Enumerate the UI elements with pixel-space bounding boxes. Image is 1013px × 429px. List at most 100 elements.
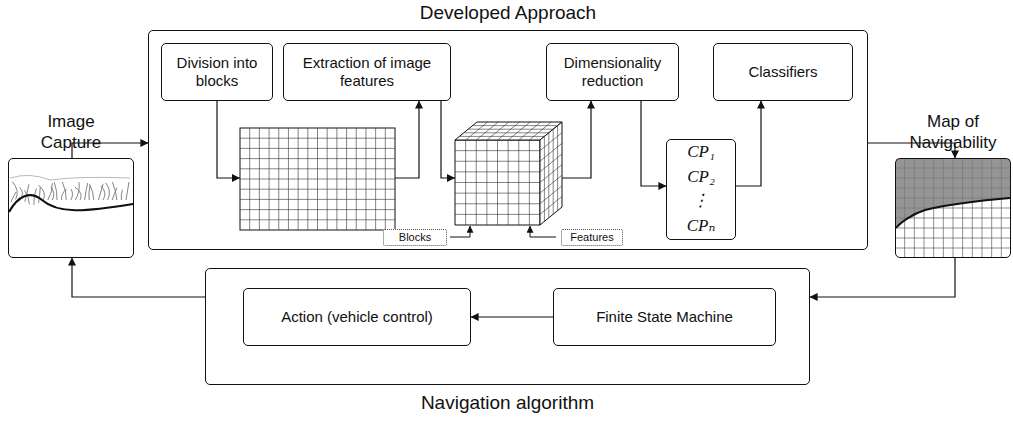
cube-line: [553, 129, 554, 214]
grid-line: [896, 248, 1010, 249]
grass-stroke: [75, 187, 81, 200]
arrowhead: [447, 174, 455, 182]
dotted-label: Blocks: [383, 229, 447, 246]
cube-line: [548, 133, 549, 218]
cube-line: [473, 125, 558, 126]
grass-stroke: [75, 182, 79, 200]
process-box: Division into blocks: [161, 43, 273, 101]
captured-image: [9, 175, 133, 212]
flow-arrow: [471, 316, 553, 317]
process-box: Classifiers: [713, 43, 853, 101]
grass-stroke: [51, 187, 54, 200]
flow-arrow: [641, 101, 666, 186]
grass-stroke: [106, 183, 110, 200]
cube-line: [455, 182, 540, 183]
grass-stroke: [11, 192, 16, 202]
flow-arrow: [810, 258, 955, 297]
cube-line: [540, 133, 562, 151]
box-label: Features: [570, 231, 613, 244]
arrowhead: [232, 174, 240, 182]
cube-line: [459, 136, 544, 137]
box-label: Blocks: [399, 231, 431, 244]
grass-stroke: [62, 182, 66, 200]
horizon-curve: [9, 195, 133, 212]
box-label: Classifiers: [748, 63, 817, 81]
grass-stroke: [71, 189, 73, 200]
cube-line: [519, 122, 541, 140]
image-panel: Map of Navigability: [895, 158, 1011, 258]
cube-line: [508, 122, 530, 140]
cube-line: [540, 196, 562, 214]
map-grid: [896, 159, 1010, 257]
process-box: Finite State Machine: [553, 288, 776, 346]
grid-lines: [240, 128, 395, 230]
box-label: Finite State Machine: [596, 308, 733, 326]
algorithm-panel: Navigation algorithmAction (vehicle cont…: [205, 268, 810, 385]
grid-line: [240, 189, 395, 190]
box-label: Division into blocks: [162, 54, 272, 90]
grass-stroke: [12, 182, 17, 200]
grass-stroke: [54, 182, 57, 200]
cube-line: [518, 140, 519, 225]
box-label: Extraction of image features: [284, 54, 450, 90]
dotted-label: Features: [561, 229, 623, 246]
grass-stroke: [101, 186, 105, 200]
process-box: Dimensionality reduction: [546, 43, 679, 101]
box-label: Dimensionality reduction: [547, 54, 678, 90]
grass-texture: [10, 175, 130, 204]
non-navigable-region: [896, 159, 1010, 228]
grass-stroke: [90, 184, 94, 200]
cube-line: [487, 122, 509, 140]
grid-line: [240, 168, 395, 169]
cube-line: [540, 175, 562, 193]
cube-line: [529, 122, 551, 140]
leader-line: [450, 226, 470, 237]
horizon-curve: [896, 198, 1010, 228]
cube-line: [557, 126, 558, 211]
cube-front: [455, 140, 540, 225]
cube-line: [540, 165, 562, 183]
cube-line: [540, 143, 562, 161]
cube-line: [455, 193, 540, 194]
grid-line: [240, 209, 395, 210]
panel-heading: Navigation algorithm: [348, 392, 668, 415]
grid-line: [240, 219, 395, 220]
cube-line: [468, 129, 553, 130]
leader-line: [530, 226, 556, 237]
cube-line: [540, 154, 562, 172]
cube-lines: [455, 122, 562, 225]
panel-heading: Image Capture: [21, 112, 121, 153]
grass-stroke: [10, 175, 130, 180]
cube-side: [540, 122, 562, 225]
grid-line: [896, 218, 1010, 219]
grid-line: [240, 179, 395, 180]
cube-line: [540, 186, 562, 204]
box-label: Action (vehicle control): [281, 308, 433, 326]
block-grid: [232, 128, 395, 230]
grid-line: [240, 158, 395, 159]
grid-line: [240, 138, 395, 139]
grid-line: [240, 148, 395, 149]
grass-stroke: [48, 183, 53, 200]
navigability-map: [896, 159, 1010, 257]
grass-stroke: [25, 190, 30, 204]
cube-line: [498, 122, 520, 140]
grass-stroke: [39, 187, 41, 203]
cube-line: [529, 140, 530, 225]
grid-line: [896, 228, 1010, 229]
grid-outline: [240, 128, 395, 230]
feature-cube: [447, 122, 562, 225]
grass-stroke: [112, 182, 116, 200]
cube-line: [544, 136, 545, 221]
grass-stroke: [121, 190, 122, 200]
cube-line: [508, 140, 509, 225]
panel-heading: Map of Navigability: [895, 112, 1011, 153]
grass-stroke: [89, 185, 90, 200]
cube-line: [455, 203, 540, 204]
grid-line: [896, 238, 1010, 239]
process-box: Extraction of image features: [283, 43, 451, 101]
cube-line: [455, 214, 540, 215]
flow-arrow: [72, 258, 205, 297]
